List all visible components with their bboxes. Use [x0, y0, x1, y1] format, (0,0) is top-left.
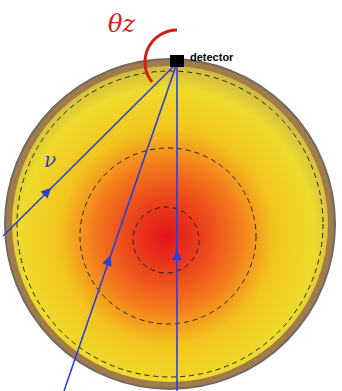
neutrino-paths — [3, 63, 177, 391]
outer-core-boundary — [80, 148, 256, 324]
inner-core-boundary — [133, 207, 199, 273]
angle-label: θz — [108, 12, 135, 36]
detector-label: detector — [190, 52, 233, 63]
arrowheads — [40, 184, 182, 266]
neutrino-label: ν — [44, 150, 56, 170]
boundary — [17, 71, 323, 377]
crust — [5, 59, 335, 389]
mantle — [12, 66, 328, 382]
detector-symbol — [170, 55, 184, 67]
